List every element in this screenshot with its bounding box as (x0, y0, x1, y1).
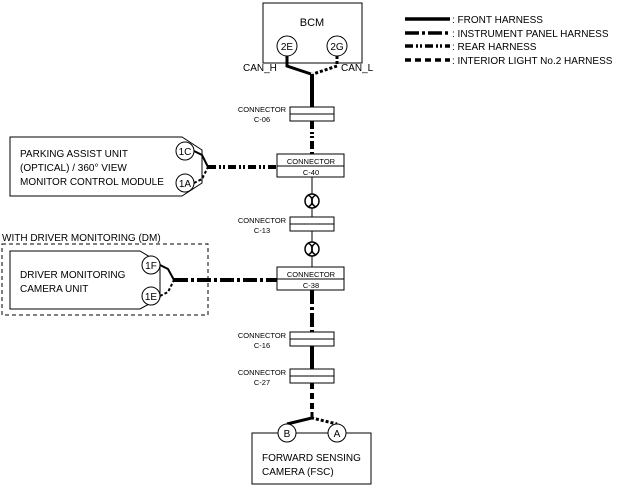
dm-pin-1f-label: 1F (145, 261, 157, 272)
connector-c40-label: CONNECTOR (287, 157, 336, 166)
fsc-box (251, 432, 372, 485)
dm-camera-line2: CAMERA UNIT (20, 284, 88, 295)
connector-c16-code: C-16 (254, 341, 270, 350)
can-h-label: CAN_H (243, 63, 277, 74)
fsc-pin-b-wire (286, 412, 314, 426)
connector-c27-code: C-27 (254, 378, 270, 387)
fsc-pin-a-wire (310, 412, 338, 426)
twisted-pair-icon-2 (304, 241, 320, 257)
fsc-pin-a-label: A (334, 429, 341, 440)
legend: : FRONT HARNESS : INSTRUMENT PANEL HARNE… (405, 15, 613, 67)
connector-c27-label: CONNECTOR (238, 368, 287, 377)
connector-c06-label: CONNECTOR (238, 105, 287, 114)
can-h-wire (285, 56, 312, 76)
fsc-line2: CAMERA (FSC) (262, 467, 334, 478)
dm-group-label: WITH DRIVER MONITORING (DM) (2, 233, 161, 244)
connector-c13-label: CONNECTOR (238, 216, 287, 225)
can-l-label: CAN_L (341, 63, 374, 74)
parking-line3: MONITOR CONTROL MODULE (20, 177, 164, 188)
connector-c06-code: C-06 (254, 115, 270, 124)
bcm-pin-2g-label: 2G (330, 42, 344, 53)
connector-c40-code: C-40 (303, 168, 319, 177)
fsc-pin-b (277, 423, 297, 443)
dm-pin-1e-label: 1E (145, 292, 158, 303)
parking-pin-1a-wire (193, 166, 209, 184)
connector-c16-label: CONNECTOR (238, 331, 287, 340)
parking-pin-1a-label: 1A (179, 179, 192, 190)
fsc-pin-a (327, 423, 347, 443)
dm-pin-1f-wire (159, 264, 175, 281)
connector-c13-code: C-13 (254, 226, 270, 235)
parking-line2: (OPTICAL) / 360° VIEW (20, 163, 127, 174)
legend-front-label: : FRONT HARNESS (452, 15, 543, 26)
parking-line1: PARKING ASSIST UNIT (20, 149, 128, 160)
fsc-pin-b-label: B (284, 429, 291, 440)
connector-c38-label: CONNECTOR (287, 270, 336, 279)
can-l-wire (312, 56, 339, 76)
bcm-box (262, 2, 363, 64)
bcm-label: BCM (300, 17, 324, 29)
legend-interior-label: : INTERIOR LIGHT No.2 HARNESS (452, 56, 613, 67)
parking-pin-1c-label: 1C (179, 147, 192, 158)
twisted-pair-icon-1 (304, 193, 320, 209)
legend-rear-label: : REAR HARNESS (452, 42, 537, 53)
dm-camera-line1: DRIVER MONITORING (20, 270, 126, 281)
fsc-line1: FORWARD SENSING (262, 453, 361, 464)
dm-pin-1e-wire (159, 279, 175, 297)
parking-pin-1c-wire (193, 150, 209, 168)
bcm-pin-2e-label: 2E (281, 42, 294, 53)
legend-instrument-label: : INSTRUMENT PANEL HARNESS (452, 29, 609, 40)
parking-assist-unit-box (9, 136, 203, 197)
connector-c38-code: C-38 (303, 281, 319, 290)
